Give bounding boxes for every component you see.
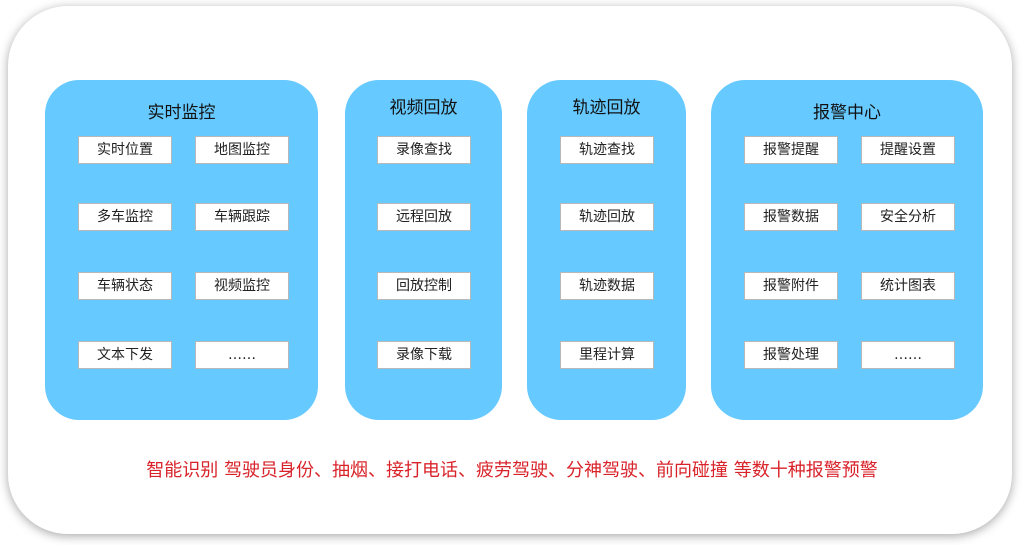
feature-box: …… [861, 341, 955, 369]
feature-box: 远程回放 [377, 203, 471, 231]
feature-box: 安全分析 [861, 203, 955, 231]
feature-box: 多车监控 [78, 203, 172, 231]
panel-title: 视频回放 [389, 98, 458, 118]
feature-box: 轨迹查找 [560, 136, 654, 164]
panel-title: 报警中心 [813, 103, 881, 123]
panel-realtime-monitoring: 实时监控 [45, 80, 318, 420]
feature-box: 地图监控 [195, 136, 289, 164]
feature-box: 轨迹回放 [560, 203, 654, 231]
panel-alarm-center: 报警中心 [711, 80, 983, 420]
feature-box: 报警提醒 [744, 136, 838, 164]
panel-video-playback: 视频回放 [345, 80, 502, 420]
feature-box: 文本下发 [78, 341, 172, 369]
panel-track-playback: 轨迹回放 [527, 80, 686, 420]
feature-box: 提醒设置 [861, 136, 955, 164]
feature-box: …… [195, 341, 289, 369]
feature-box: 录像下载 [377, 341, 471, 369]
feature-box: 回放控制 [377, 272, 471, 300]
feature-box: 里程计算 [560, 341, 654, 369]
panel-title: 轨迹回放 [572, 98, 641, 118]
panel-title: 实时监控 [147, 103, 216, 123]
footer-note: 智能识别 驾驶员身份、抽烟、接打电话、疲劳驾驶、分神驾驶、前向碰撞 等数十种报警… [146, 460, 878, 481]
feature-box: 报警附件 [744, 272, 838, 300]
feature-box: 实时位置 [78, 136, 172, 164]
feature-box: 轨迹数据 [560, 272, 654, 300]
feature-box: 报警处理 [744, 341, 838, 369]
feature-box: 报警数据 [744, 203, 838, 231]
feature-box: 统计图表 [861, 272, 955, 300]
feature-box: 车辆跟踪 [195, 203, 289, 231]
feature-box: 车辆状态 [78, 272, 172, 300]
feature-box: 录像查找 [377, 136, 471, 164]
feature-box: 视频监控 [195, 272, 289, 300]
